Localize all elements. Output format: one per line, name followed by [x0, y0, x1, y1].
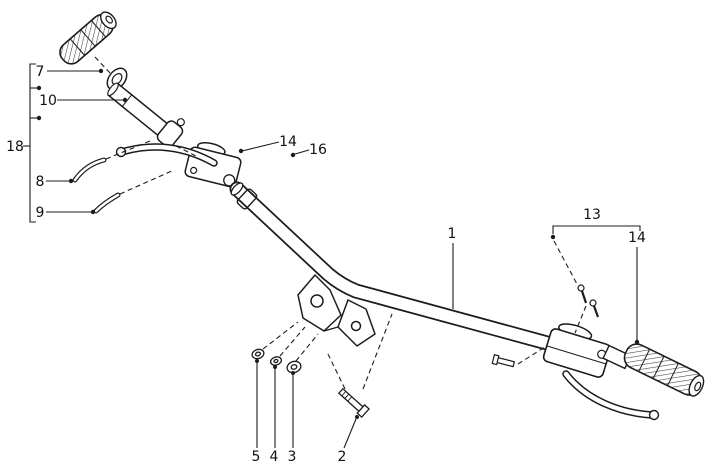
right-grip: [623, 343, 705, 397]
callout-13: 13: [583, 207, 601, 223]
part-8: [72, 157, 107, 183]
reservoir-screws: [577, 284, 600, 318]
part-9: [93, 192, 121, 214]
callout-4: 4: [270, 449, 279, 465]
washer-small: [269, 356, 283, 366]
callout-9: 9: [36, 205, 45, 221]
ring-nut: [106, 67, 128, 91]
left-brake-lever: [115, 143, 218, 167]
callout-1: 1: [448, 226, 457, 242]
callout-leaders: [23, 63, 641, 449]
right-brake-lever: [562, 370, 660, 421]
right-master-cylinder: [542, 323, 612, 378]
hex-nut: [251, 348, 265, 360]
assembly-axis-lines: [94, 56, 587, 390]
callout-16: 16: [309, 142, 327, 158]
callout-7: 7: [36, 64, 45, 80]
pivot-bolt: [491, 354, 516, 368]
left-grip: [59, 11, 117, 65]
handlebar: [229, 181, 555, 351]
callout-8: 8: [36, 174, 45, 190]
washer-large: [286, 360, 302, 374]
mount-bolt: [337, 387, 370, 419]
callout-3: 3: [288, 449, 297, 465]
callout-2: 2: [338, 449, 347, 465]
center-bracket: [297, 274, 376, 347]
callout-10: 10: [39, 93, 57, 109]
lever-clamp-band: [236, 188, 258, 210]
callout-18: 18: [6, 139, 24, 155]
switch-housing: [156, 118, 185, 148]
callout-14-right: 14: [628, 230, 646, 246]
callout-14-upper: 14: [279, 134, 297, 150]
callout-5: 5: [252, 449, 261, 465]
